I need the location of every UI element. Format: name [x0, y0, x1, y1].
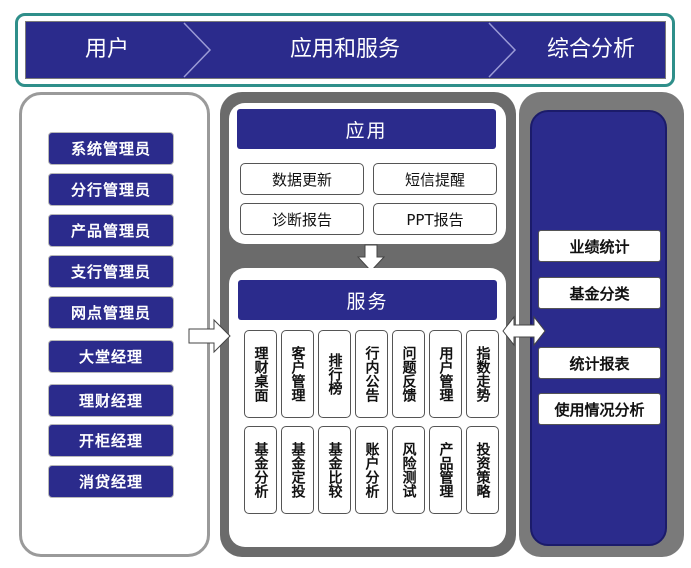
service-fund-sip[interactable]: 基金定投 — [281, 426, 314, 514]
service-header: 服务 — [238, 280, 497, 320]
service-wealth-desktop[interactable]: 理财桌面 — [244, 330, 277, 418]
double-arrow-icon — [502, 315, 546, 347]
service-risk-test[interactable]: 风险测试 — [392, 426, 425, 514]
service-user-management[interactable]: 用户管理 — [429, 330, 462, 418]
service-product-management[interactable]: 产品管理 — [429, 426, 462, 514]
arrow-right-icon — [188, 318, 231, 354]
diagnosis-report-button[interactable]: 诊断报告 — [240, 203, 364, 235]
role-sub-branch-admin[interactable]: 支行管理员 — [48, 255, 174, 288]
role-outlet-admin[interactable]: 网点管理员 — [48, 296, 174, 329]
fund-category-button[interactable]: 基金分类 — [538, 277, 661, 309]
role-counter-manager[interactable]: 开柜经理 — [48, 424, 174, 457]
role-consumer-loan-manager[interactable]: 消贷经理 — [48, 465, 174, 498]
statistics-report-button[interactable]: 统计报表 — [538, 347, 661, 379]
analysis-panel-inner — [530, 110, 667, 546]
flow-step-analysis: 综合分析 — [547, 37, 636, 62]
role-product-admin[interactable]: 产品管理员 — [48, 214, 174, 247]
flow-step-apps-services: 应用和服务 — [290, 37, 401, 62]
data-update-button[interactable]: 数据更新 — [240, 163, 364, 195]
service-index-trend[interactable]: 指数走势 — [466, 330, 499, 418]
service-ranking[interactable]: 排行榜 — [318, 330, 351, 418]
application-header: 应用 — [237, 109, 496, 149]
ppt-report-button[interactable]: PPT报告 — [373, 203, 497, 235]
role-lobby-manager[interactable]: 大堂经理 — [48, 340, 174, 373]
role-branch-admin[interactable]: 分行管理员 — [48, 173, 174, 206]
service-account-analysis[interactable]: 账户分析 — [355, 426, 388, 514]
sms-reminder-button[interactable]: 短信提醒 — [373, 163, 497, 195]
performance-stats-button[interactable]: 业绩统计 — [538, 230, 661, 262]
chevron-right-icon — [183, 22, 212, 78]
flow-step-users: 用户 — [85, 37, 130, 62]
service-feedback[interactable]: 问题反馈 — [392, 330, 425, 418]
service-customer-management[interactable]: 客户管理 — [281, 330, 314, 418]
chevron-right-icon — [488, 22, 517, 78]
service-investment-strategy[interactable]: 投资策略 — [466, 426, 499, 514]
role-wealth-manager[interactable]: 理财经理 — [48, 384, 174, 417]
service-fund-analysis[interactable]: 基金分析 — [244, 426, 277, 514]
service-internal-notice[interactable]: 行内公告 — [355, 330, 388, 418]
role-system-admin[interactable]: 系统管理员 — [48, 132, 174, 165]
arrow-down-icon — [357, 244, 385, 272]
service-fund-compare[interactable]: 基金比较 — [318, 426, 351, 514]
usage-analysis-button[interactable]: 使用情况分析 — [538, 393, 661, 425]
flow-bar — [25, 21, 666, 79]
